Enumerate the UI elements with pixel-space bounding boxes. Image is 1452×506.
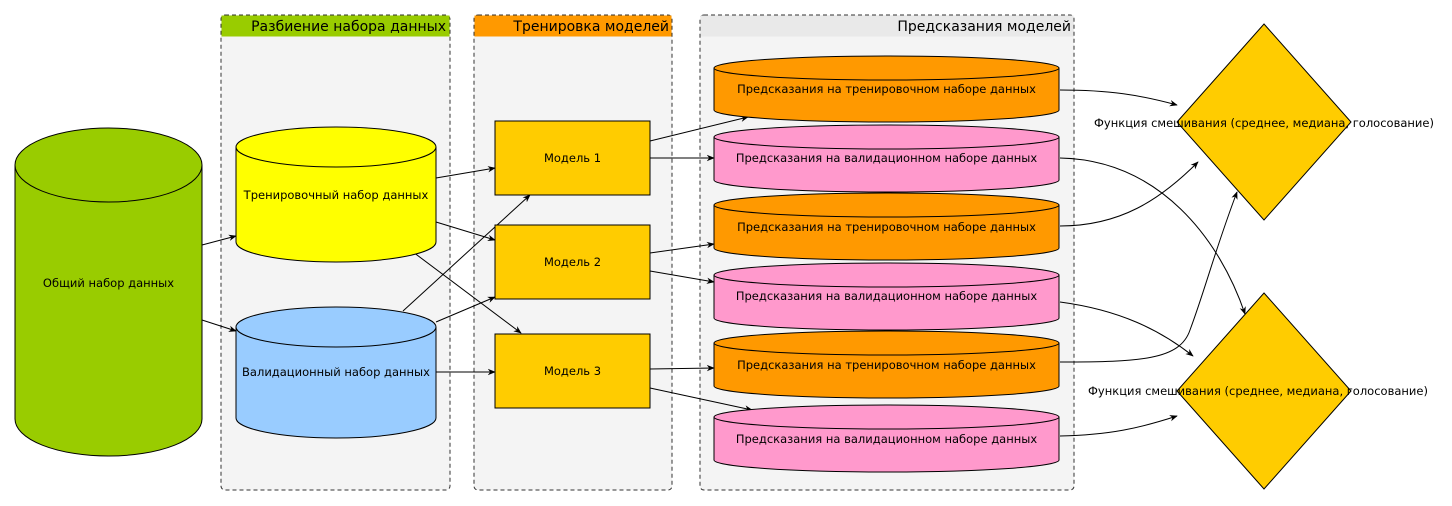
lane-training-title: Тренировка моделей xyxy=(512,19,669,35)
edge-val-to-model1 xyxy=(402,194,531,312)
val-set-cylinder: Валидационный набор данных xyxy=(235,306,437,439)
train-set-cylinder: Тренировочный набор данных xyxy=(235,126,437,263)
blend-train-label: Функция смешивания (среднее, медиана, го… xyxy=(1094,116,1434,130)
blend-train-diamond: Функция смешивания (среднее, медиана, го… xyxy=(1094,23,1434,221)
edge-model3-to-pred-val-3 xyxy=(649,387,753,412)
model-1-label: Модель 1 xyxy=(544,151,601,165)
edge-pred-train-1-to-blend-train xyxy=(1059,89,1178,107)
edge-full-to-train xyxy=(201,234,237,246)
edge-model3-to-pred-train-3 xyxy=(649,364,715,372)
edge-pred-train-2-to-blend-train xyxy=(1059,161,1199,227)
model-3-box: Модель 3 xyxy=(494,333,651,409)
model-2-label: Модель 2 xyxy=(544,255,601,269)
pred-train-2-cylinder: Предсказания на тренировочном наборе дан… xyxy=(713,192,1060,261)
blend-val-label: Функция смешивания (среднее, медиана, го… xyxy=(1088,384,1428,398)
model-2-box: Модель 2 xyxy=(494,224,651,300)
model-1-box: Модель 1 xyxy=(494,120,651,196)
edge-pred-val-2-to-blend-val xyxy=(1059,301,1194,357)
pred-train-1-label: Предсказания на тренировочном наборе дан… xyxy=(737,82,1036,96)
pred-train-2-label: Предсказания на тренировочном наборе дан… xyxy=(737,220,1036,234)
model-3-label: Модель 3 xyxy=(544,364,601,378)
lane-predictions-header xyxy=(700,15,1074,37)
edge-pred-train-3-to-blend-train xyxy=(1059,191,1238,363)
lane-split-title: Разбиение набора данных xyxy=(251,19,446,35)
lane-predictions-title: Предсказания моделей xyxy=(897,19,1071,35)
full-dataset-cylinder: Общий набор данных xyxy=(14,127,203,457)
blend-val-diamond: Функция смешивания (среднее, медиана, го… xyxy=(1088,292,1428,490)
pred-train-1-cylinder: Предсказания на тренировочном наборе дан… xyxy=(713,55,1060,123)
full-dataset-label: Общий набор данных xyxy=(43,276,174,290)
edge-pred-val-1-to-blend-val xyxy=(1059,157,1246,315)
edge-model2-to-pred-train-2 xyxy=(649,241,715,254)
edge-val-to-model2 xyxy=(435,296,496,323)
val-set-label: Валидационный набор данных xyxy=(242,365,430,379)
edge-model1-to-pred-train-1 xyxy=(649,115,749,142)
pred-val-1-cylinder: Предсказания на валидационном наборе дан… xyxy=(713,124,1060,193)
pred-val-1-label: Предсказания на валидационном наборе дан… xyxy=(736,151,1037,165)
edge-full-to-val xyxy=(201,319,237,332)
edge-train-to-model2 xyxy=(435,221,496,241)
train-set-label: Тренировочный набор данных xyxy=(243,188,429,202)
edges xyxy=(201,89,1246,437)
lane-split-header xyxy=(221,15,450,37)
pred-val-3-cylinder: Предсказания на валидационном наборе дан… xyxy=(713,404,1060,473)
lane-training-header xyxy=(474,15,672,37)
pred-train-3-cylinder: Предсказания на тренировочном наборе дан… xyxy=(713,330,1060,399)
pred-train-3-label: Предсказания на тренировочном наборе дан… xyxy=(737,358,1036,372)
pred-val-3-label: Предсказания на валидационном наборе дан… xyxy=(736,432,1037,446)
edge-model2-to-pred-val-2 xyxy=(649,270,715,284)
edge-pred-val-3-to-blend-val xyxy=(1059,415,1178,437)
edge-train-to-model1 xyxy=(435,166,496,179)
pred-val-2-cylinder: Предсказания на валидационном наборе дан… xyxy=(713,262,1060,331)
pred-val-2-label: Предсказания на валидационном наборе дан… xyxy=(736,289,1037,303)
edge-train-to-model3 xyxy=(412,251,522,334)
